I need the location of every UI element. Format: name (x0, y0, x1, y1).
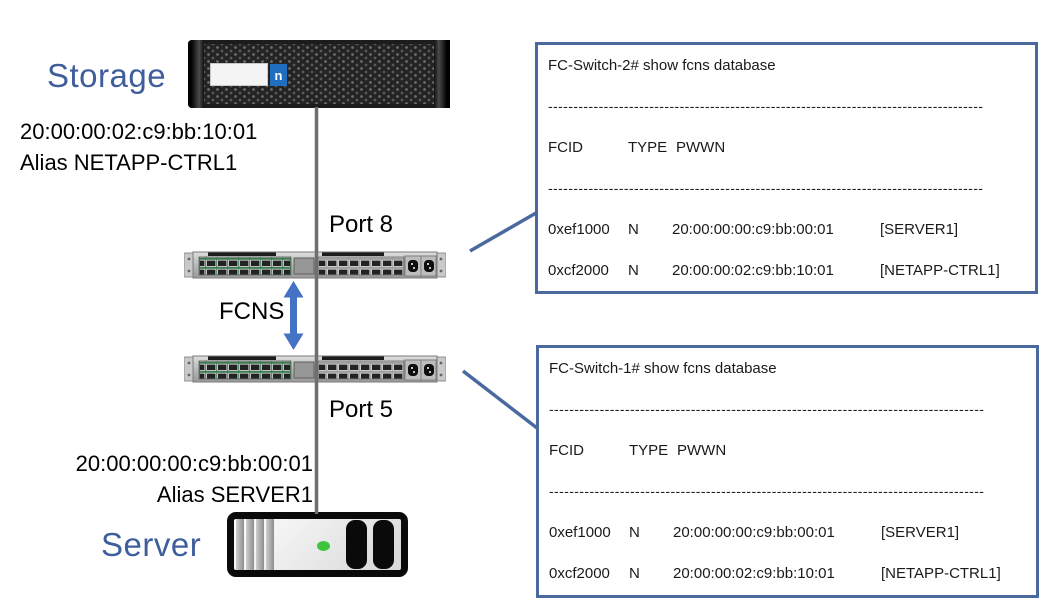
fcns-table-header: FCID TYPE PWWN (539, 430, 1036, 471)
port-5-label: Port 5 (329, 396, 394, 423)
row-alias: [NETAPP-CTRL1] (880, 262, 1000, 279)
header-type: TYPE (628, 139, 668, 156)
server-power-led (317, 541, 330, 551)
row-pwwn: 20:00:00:02:c9:bb:10:01 (672, 262, 834, 279)
row-fcid: 0xcf2000 (548, 262, 609, 279)
fc-switch-1-image (184, 355, 446, 383)
fcns-row-netapp-ctrl1: 0xcf2000 N 20:00:00:02:c9:bb:10:01 [NETA… (538, 250, 1035, 291)
fcns-row-server1: 0xef1000 N 20:00:00:00:c9:bb:00:01 [SERV… (539, 512, 1036, 553)
header-pwwn: PWWN (676, 139, 726, 156)
row-type: N (628, 262, 639, 279)
storage-wwpn: 20:00:00:02:c9:bb:10:01 (20, 119, 258, 144)
fc-switch-2-console-output: FC-Switch-2# show fcns database --------… (535, 42, 1038, 294)
separator-line: ----------------------------------------… (549, 483, 985, 499)
separator-line: ----------------------------------------… (548, 98, 984, 114)
row-pwwn: 20:00:00:00:c9:bb:00:01 (673, 524, 835, 541)
server-vent-bar (266, 519, 274, 570)
server-drive-bay (373, 520, 394, 569)
row-type: N (629, 565, 640, 582)
switch1-console-callout-line (461, 369, 539, 430)
fcns-table-header: FCID TYPE PWWN (538, 127, 1035, 168)
storage-label-strip (210, 63, 268, 86)
row-alias: [SERVER1] (880, 221, 959, 238)
storage-left-bezel (188, 40, 204, 108)
server-title: Server (101, 526, 202, 563)
row-pwwn: 20:00:00:02:c9:bb:10:01 (673, 565, 835, 582)
console-command: FC-Switch-2# show fcns database (548, 57, 776, 74)
row-alias: [NETAPP-CTRL1] (881, 565, 1001, 582)
separator-line: ----------------------------------------… (549, 401, 985, 417)
separator-line: ----------------------------------------… (548, 180, 984, 196)
storage-mesh-grille (204, 44, 434, 104)
storage-array-image: n (188, 40, 450, 108)
header-pwwn: PWWN (677, 442, 727, 459)
row-type: N (629, 524, 640, 541)
row-alias: [SERVER1] (881, 524, 960, 541)
fc-switch-1-console-output: FC-Switch-1# show fcns database --------… (536, 345, 1039, 598)
fcns-double-arrow-icon (283, 281, 304, 350)
console-command: FC-Switch-1# show fcns database (549, 360, 777, 377)
header-fcid: FCID (548, 139, 583, 156)
storage-title: Storage (47, 57, 167, 94)
server-vent-bar (256, 519, 264, 570)
row-type: N (628, 221, 639, 238)
row-fcid: 0xcf2000 (549, 565, 610, 582)
netapp-logo-icon: n (270, 64, 287, 86)
header-fcid: FCID (549, 442, 584, 459)
fcns-row-netapp-ctrl1: 0xcf2000 N 20:00:00:02:c9:bb:10:01 [NETA… (539, 553, 1036, 594)
switch2-console-callout-line (469, 211, 537, 253)
server-alias: Alias SERVER1 (156, 482, 313, 507)
server-vent-bar (236, 519, 244, 570)
storage-wwpn-block: 20:00:00:02:c9:bb:10:01 Alias NETAPP-CTR… (20, 116, 257, 178)
server-drive-bay (346, 520, 367, 569)
storage-right-bezel (434, 40, 450, 108)
server-image (227, 512, 408, 577)
server-wwpn: 20:00:00:00:c9:bb:00:01 (75, 451, 313, 476)
fcns-row-server1: 0xef1000 N 20:00:00:00:c9:bb:00:01 [SERV… (538, 209, 1035, 250)
storage-alias: Alias NETAPP-CTRL1 (20, 150, 238, 175)
row-fcid: 0xef1000 (548, 221, 610, 238)
fc-switch-2-image (184, 251, 446, 279)
server-wwpn-block: 20:00:00:00:c9:bb:00:01 Alias SERVER1 (20, 448, 313, 510)
row-pwwn: 20:00:00:00:c9:bb:00:01 (672, 221, 834, 238)
server-vent-bar (246, 519, 254, 570)
header-type: TYPE (629, 442, 669, 459)
row-fcid: 0xef1000 (549, 524, 611, 541)
fcns-label: FCNS (219, 298, 285, 325)
port-8-label: Port 8 (329, 211, 394, 238)
